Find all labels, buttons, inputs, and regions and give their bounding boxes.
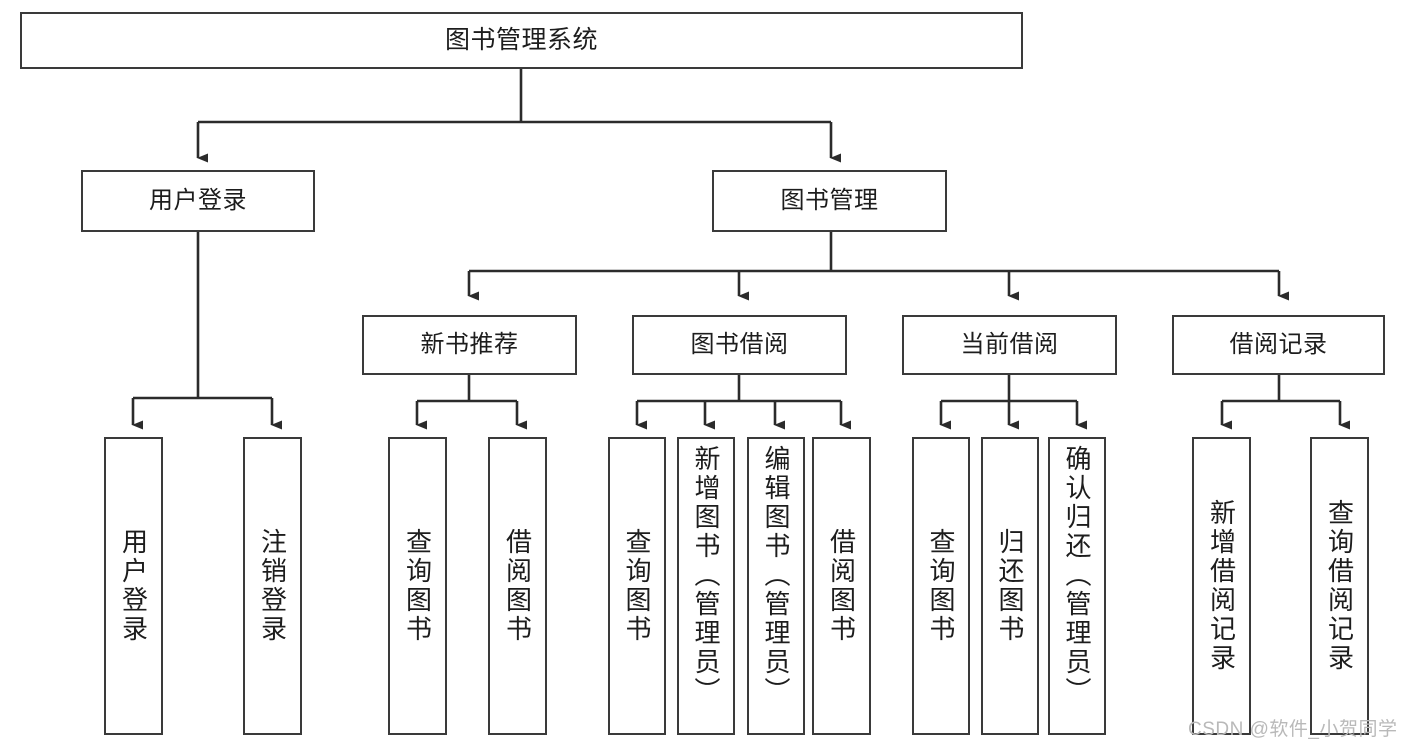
- node-leaf-return-book-label: 归还图书: [995, 528, 1025, 644]
- node-leaf-query-book-borrow[interactable]: 查询图书: [608, 437, 666, 735]
- node-leaf-borrow-book-recommend[interactable]: 借阅图书: [488, 437, 547, 735]
- node-leaf-query-book-current[interactable]: 查询图书: [912, 437, 970, 735]
- node-book-management-label: 图书管理: [780, 187, 879, 215]
- node-book-management[interactable]: 图书管理: [712, 170, 947, 232]
- node-leaf-edit-book-admin[interactable]: 编辑图书（管理员）: [747, 437, 805, 735]
- node-borrow-record[interactable]: 借阅记录: [1172, 315, 1385, 375]
- node-borrow-record-label: 借阅记录: [1229, 331, 1328, 359]
- node-leaf-add-borrow-record-label: 新增借阅记录: [1206, 499, 1237, 673]
- node-root-book-management-system[interactable]: 图书管理系统: [20, 12, 1023, 69]
- node-new-book-recommendation[interactable]: 新书推荐: [362, 315, 577, 375]
- node-leaf-borrow-book-recommend-label: 借阅图书: [502, 528, 533, 644]
- node-leaf-user-logout-label: 注销登录: [257, 528, 288, 644]
- node-leaf-edit-book-admin-label: 编辑图书（管理员）: [761, 445, 791, 706]
- node-current-borrow[interactable]: 当前借阅: [902, 315, 1117, 375]
- node-book-borrow[interactable]: 图书借阅: [632, 315, 847, 375]
- node-leaf-confirm-return-admin[interactable]: 确认归还（管理员）: [1048, 437, 1106, 735]
- node-leaf-borrow-book-borrow[interactable]: 借阅图书: [812, 437, 871, 735]
- node-leaf-user-login[interactable]: 用户登录: [104, 437, 163, 735]
- node-leaf-add-book-admin[interactable]: 新增图书（管理员）: [677, 437, 735, 735]
- node-root-label: 图书管理系统: [444, 26, 598, 55]
- csdn-watermark: CSDN @软件_小贺同学: [1188, 719, 1398, 740]
- node-leaf-return-book[interactable]: 归还图书: [981, 437, 1039, 735]
- node-book-borrow-label: 图书借阅: [690, 331, 789, 359]
- node-leaf-query-borrow-record[interactable]: 查询借阅记录: [1310, 437, 1369, 735]
- node-leaf-query-book-recommend[interactable]: 查询图书: [388, 437, 447, 735]
- node-leaf-borrow-book-borrow-label: 借阅图书: [826, 528, 857, 644]
- node-current-borrow-label: 当前借阅: [960, 331, 1059, 359]
- node-leaf-query-book-recommend-label: 查询图书: [402, 528, 433, 644]
- node-leaf-add-book-admin-label: 新增图书（管理员）: [691, 445, 721, 706]
- node-leaf-user-logout[interactable]: 注销登录: [243, 437, 302, 735]
- node-leaf-add-borrow-record[interactable]: 新增借阅记录: [1192, 437, 1251, 735]
- node-leaf-query-book-current-label: 查询图书: [926, 528, 956, 644]
- node-leaf-query-borrow-record-label: 查询借阅记录: [1324, 499, 1355, 673]
- node-leaf-user-login-label: 用户登录: [118, 528, 149, 644]
- node-leaf-confirm-return-admin-label: 确认归还（管理员）: [1062, 445, 1092, 706]
- node-leaf-query-book-borrow-label: 查询图书: [622, 528, 652, 644]
- node-user-login[interactable]: 用户登录: [81, 170, 315, 232]
- node-new-book-recommendation-label: 新书推荐: [420, 331, 519, 359]
- node-user-login-label: 用户登录: [149, 187, 247, 215]
